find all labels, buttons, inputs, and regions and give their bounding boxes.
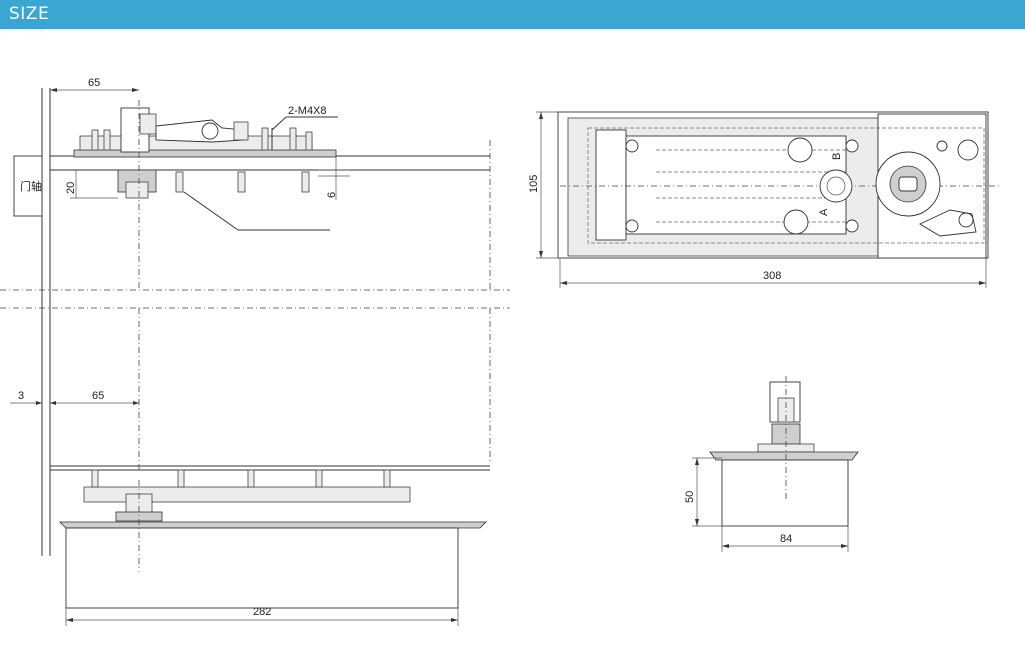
dim-end-height: 50: [684, 491, 696, 503]
dim-front-length: 282: [253, 606, 271, 618]
dim-end-width: 84: [780, 533, 792, 545]
label-b: B: [831, 153, 843, 160]
dim-offset: 65: [92, 390, 104, 402]
dim-height-right: 6: [326, 192, 338, 198]
pivot-block: [13, 155, 43, 217]
label-a: A: [818, 208, 830, 216]
dim-gap: 3: [18, 390, 24, 402]
break-lines: [0, 289, 510, 462]
end-view: 50 84: [684, 376, 859, 552]
dim-top-width: 105: [528, 175, 540, 193]
section-header: SIZE: [0, 0, 1025, 29]
side-view: 门轴 2-M4X8: [13, 77, 491, 556]
dim-top-length: 308: [763, 270, 781, 282]
pivot-label: 门轴: [20, 179, 42, 193]
middle-dimensions: 3 65: [10, 308, 140, 470]
front-view: 282: [50, 465, 490, 626]
cover-plate: [73, 149, 337, 158]
top-view: B A 105 308: [528, 111, 1000, 288]
dim-height-left: 20: [65, 182, 77, 194]
screw-label: 2-M4X8: [288, 105, 327, 117]
dim-width-top: 65: [88, 77, 100, 89]
section-title: SIZE: [9, 4, 50, 24]
